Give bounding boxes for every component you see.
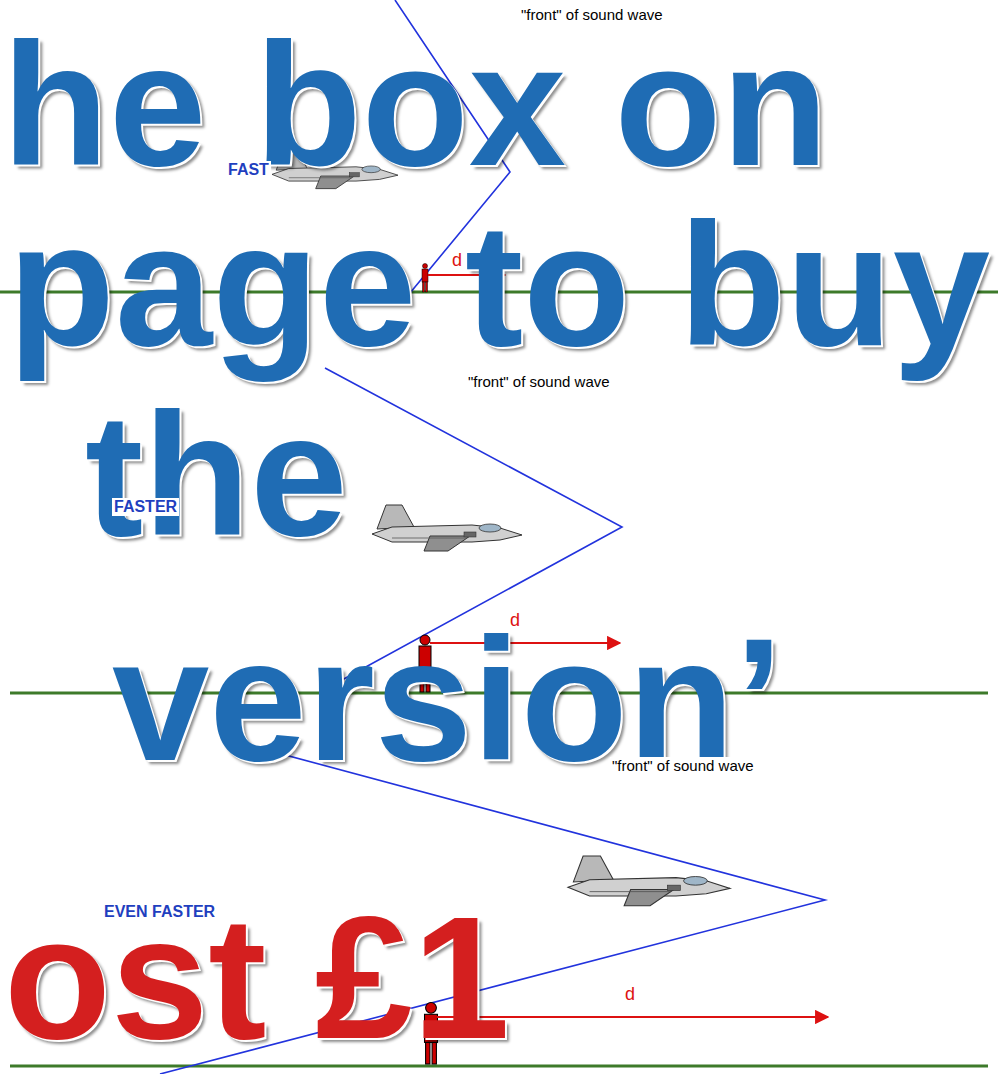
wave-front-label: "front" of sound wave [610,757,756,775]
wave-front-label: "front" of sound wave [519,6,665,24]
watermark-text: he box on [2,17,828,192]
speed-label: FAST [226,161,271,179]
watermark-text: ost £1 [4,890,510,1065]
distance-label: d [508,610,522,630]
speed-label: FASTER [112,498,179,516]
speed-label: EVEN FASTER [102,903,217,921]
distance-label: d [450,250,464,270]
wave-front-label: "front" of sound wave [466,373,612,391]
watermark-text: the [85,387,348,562]
distance-label: d [623,984,637,1004]
watermark-text: page to buy [8,197,990,372]
